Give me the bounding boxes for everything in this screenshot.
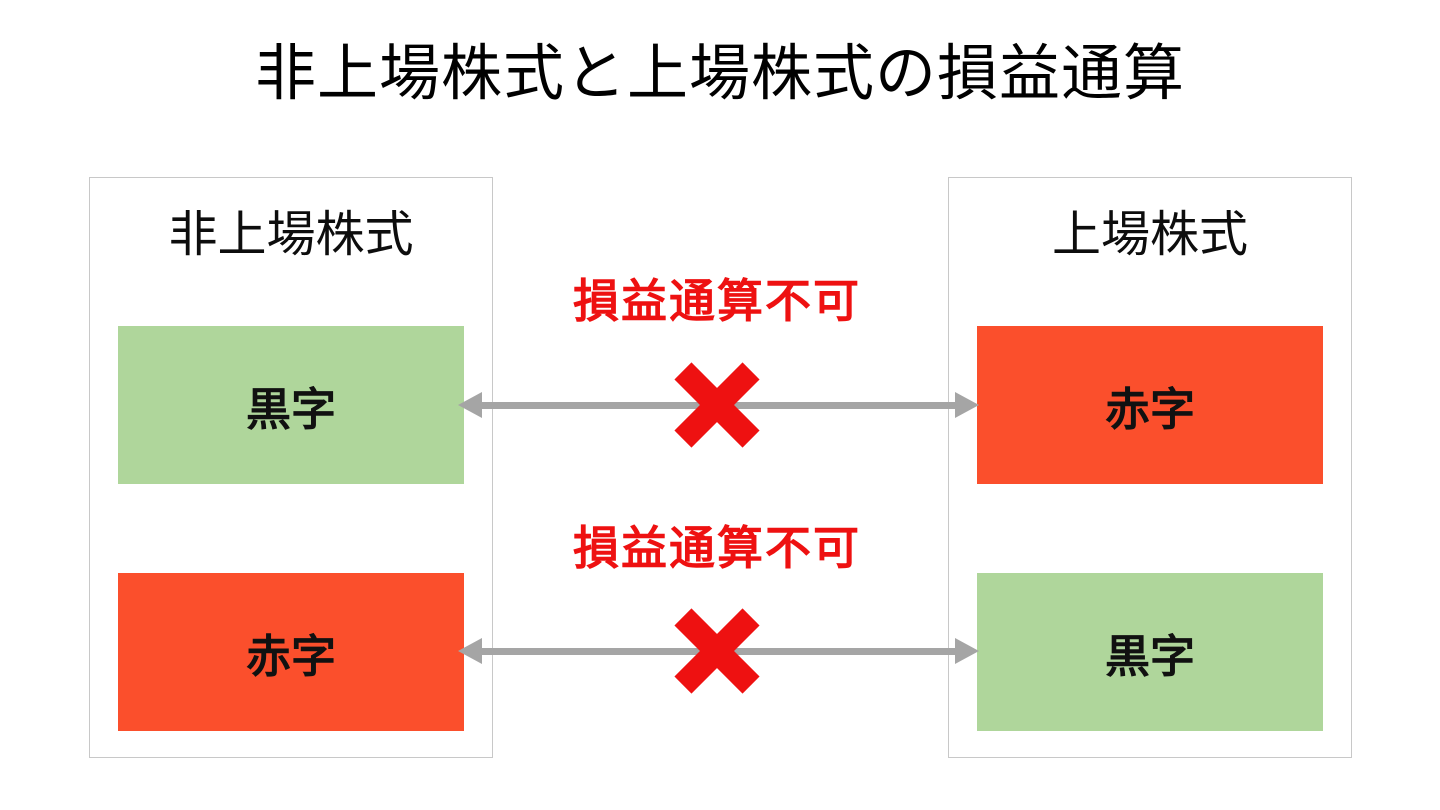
- listed-stock-panel: 上場株式 赤字 黒字: [948, 177, 1352, 758]
- unlisted-profit-box: 黒字: [118, 326, 464, 484]
- relation-label-bottom: 損益通算不可: [573, 522, 861, 574]
- listed-profit-box: 黒字: [977, 573, 1323, 731]
- arrowhead-left-top: [458, 392, 482, 418]
- arrowhead-left-bottom: [458, 638, 482, 664]
- page-title: 非上場株式と上場株式の損益通算: [254, 39, 1185, 107]
- listed-stock-panel-title: 上場株式: [1051, 208, 1248, 262]
- cross-icon: [674, 362, 760, 448]
- unlisted-stock-panel-title: 非上場株式: [168, 208, 414, 262]
- unlisted-loss-box: 赤字: [118, 573, 464, 731]
- arrowhead-right-bottom: [955, 638, 979, 664]
- cross-icon: [674, 608, 760, 694]
- relation-label-top: 損益通算不可: [573, 275, 861, 327]
- unlisted-stock-panel: 非上場株式 黒字 赤字: [89, 177, 493, 758]
- listed-loss-box: 赤字: [977, 326, 1323, 484]
- arrowhead-right-top: [955, 392, 979, 418]
